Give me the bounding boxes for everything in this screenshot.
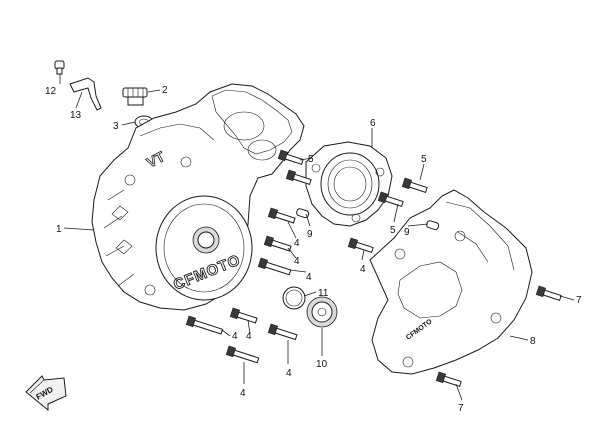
- callout-5b: 5: [421, 154, 427, 165]
- bolt-7b: [435, 371, 462, 387]
- callout-12: 12: [45, 86, 57, 97]
- callout-13: 13: [70, 110, 82, 121]
- bolt-group: [185, 149, 562, 387]
- leader-lines: [59, 74, 575, 401]
- part-12-screw: [54, 60, 65, 75]
- callout-4h: 4: [240, 388, 246, 399]
- dowel-9b: [426, 220, 440, 231]
- bolt-5c: [401, 177, 428, 193]
- bolt-4e: [229, 307, 258, 324]
- dowel-9a: [296, 208, 310, 219]
- callout-5c: 5: [390, 225, 396, 236]
- part-6-flange-housing: [305, 141, 393, 227]
- callout-labels: 1 2 3 4 4 4 4 4 4 4 4 5 5 5 6 7 7 8 9 9 …: [45, 85, 582, 414]
- callout-6: 6: [370, 118, 376, 129]
- part-13-bracket: [69, 77, 102, 111]
- part-8-sprocket-cover: CFMOTO: [369, 189, 533, 375]
- callout-9b: 9: [404, 227, 410, 238]
- bolt-5b: [285, 169, 312, 185]
- callout-4b: 4: [294, 256, 300, 267]
- part-2-plug: [122, 87, 148, 106]
- callout-9a: 9: [307, 229, 313, 240]
- callout-3: 3: [113, 121, 119, 132]
- callout-4a: 4: [294, 238, 300, 249]
- part-1-crankcase-cover: VT CFMOTO: [91, 83, 305, 311]
- forward-direction-arrow: FWD: [25, 375, 67, 412]
- callout-1: 1: [56, 224, 62, 235]
- callout-2: 2: [162, 85, 168, 96]
- bolt-5d: [377, 191, 404, 207]
- callout-10: 10: [316, 359, 328, 370]
- bolt-4f: [185, 315, 224, 335]
- bolt-4d: [347, 237, 374, 253]
- bolt-5a: [277, 149, 304, 165]
- callout-4c: 4: [306, 272, 312, 283]
- part-11-o-ring: [282, 286, 306, 310]
- callout-8: 8: [530, 336, 536, 347]
- bolt-4g: [267, 323, 298, 341]
- bolt-4a: [267, 207, 296, 224]
- part-10-plug-cap: [306, 296, 338, 328]
- callout-7b: 7: [458, 403, 464, 414]
- callout-4f: 4: [232, 331, 238, 342]
- callout-11: 11: [318, 288, 329, 299]
- bolt-4h: [225, 345, 260, 364]
- bolt-4c: [257, 257, 292, 276]
- callout-4d: 4: [360, 264, 366, 275]
- bolt-7a: [535, 285, 562, 301]
- callout-4g: 4: [286, 368, 292, 379]
- bolt-4b: [263, 235, 292, 252]
- callout-5a: 5: [308, 154, 314, 165]
- callout-7a: 7: [576, 295, 582, 306]
- callout-4e: 4: [246, 331, 252, 342]
